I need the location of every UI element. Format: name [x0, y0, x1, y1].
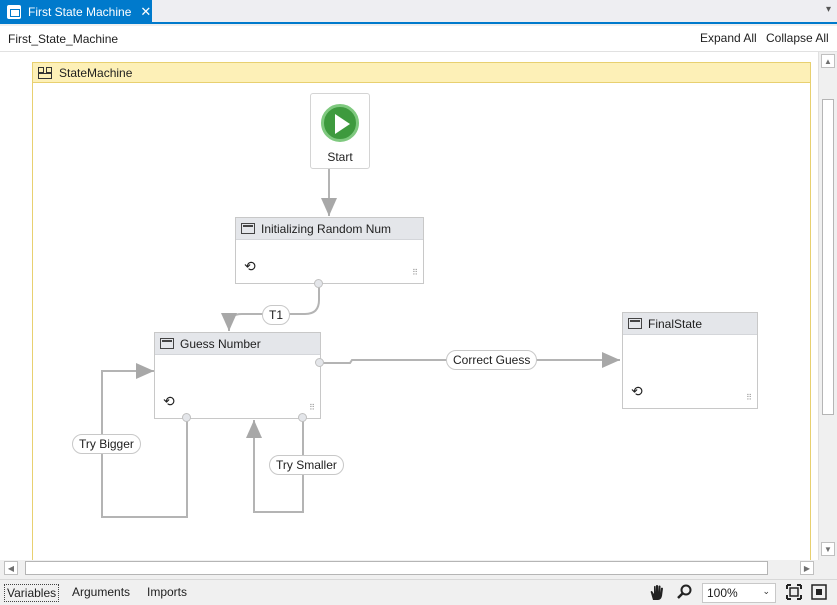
- state-icon: [241, 223, 255, 234]
- state-machine-icon: [38, 66, 52, 79]
- zoom-value: 100%: [707, 586, 738, 600]
- document-tab-strip: First State Machine ✕ ▾: [0, 0, 837, 24]
- resize-grip-icon[interactable]: ⠿: [309, 403, 315, 412]
- tab-label: First State Machine: [28, 5, 132, 19]
- connection-point[interactable]: [314, 279, 323, 288]
- play-triangle: [335, 114, 350, 134]
- fit-to-screen-icon[interactable]: [786, 584, 802, 603]
- scroll-corner: [818, 560, 837, 577]
- tab-first-state-machine[interactable]: First State Machine ✕: [0, 0, 152, 24]
- statemachine-label: StateMachine: [59, 65, 133, 80]
- state-header[interactable]: FinalState: [623, 313, 757, 335]
- close-icon[interactable]: ✕: [140, 4, 152, 19]
- transition-label-try-smaller[interactable]: Try Smaller: [269, 455, 344, 475]
- state-entry-icon: ⟲: [631, 383, 643, 399]
- state-entry-icon: ⟲: [163, 393, 175, 409]
- transition-label-correct-guess[interactable]: Correct Guess: [446, 350, 538, 370]
- chevron-down-icon: ⌄: [762, 586, 770, 596]
- final-state-icon: [628, 318, 642, 329]
- transition-label-t1[interactable]: T1: [262, 305, 291, 325]
- designer-header: First_State_Machine Expand All Collapse …: [0, 26, 837, 52]
- horizontal-scrollbar[interactable]: ◀ ▶: [0, 560, 818, 577]
- scroll-down-icon[interactable]: ▼: [821, 542, 835, 556]
- arguments-tab[interactable]: Arguments: [72, 585, 131, 599]
- state-initializing-random-num[interactable]: Initializing Random Num ⟲ ⠿: [235, 217, 424, 284]
- transition-label-try-bigger[interactable]: Try Bigger: [72, 434, 141, 454]
- state-finalstate[interactable]: FinalState ⟲ ⠿: [622, 312, 758, 409]
- state-title: FinalState: [648, 316, 703, 331]
- imports-tab[interactable]: Imports: [147, 585, 188, 599]
- scroll-up-icon[interactable]: ▲: [821, 54, 835, 68]
- expand-all-button[interactable]: Expand All: [700, 31, 757, 45]
- state-entry-icon: ⟲: [244, 258, 256, 274]
- overview-icon[interactable]: [811, 584, 827, 603]
- resize-grip-icon[interactable]: ⠿: [746, 393, 752, 402]
- transition-try-bigger: [101, 363, 188, 518]
- state-header[interactable]: Guess Number: [155, 333, 320, 355]
- connection-point[interactable]: [315, 358, 324, 367]
- connection-point[interactable]: [182, 413, 191, 422]
- scroll-left-icon[interactable]: ◀: [4, 561, 18, 575]
- breadcrumb[interactable]: First_State_Machine: [8, 32, 119, 46]
- horizontal-scroll-thumb[interactable]: [25, 561, 768, 575]
- state-header[interactable]: Initializing Random Num: [236, 218, 423, 240]
- chevron-down-icon[interactable]: ▾: [825, 4, 831, 15]
- collapse-all-button[interactable]: Collapse All: [766, 31, 829, 45]
- designer-bottom-bar: Variables Arguments Imports 100% ⌄: [0, 579, 837, 605]
- connection-point[interactable]: [298, 413, 307, 422]
- state-icon: [160, 338, 174, 349]
- state-title: Initializing Random Num: [261, 221, 392, 236]
- scroll-right-icon[interactable]: ▶: [800, 561, 814, 575]
- play-icon: [321, 104, 359, 142]
- variables-tab[interactable]: Variables: [4, 584, 60, 602]
- vertical-scroll-thumb[interactable]: [822, 99, 834, 415]
- start-label: Start: [327, 150, 353, 164]
- start-node[interactable]: Start: [310, 93, 370, 169]
- statemachine-header[interactable]: StateMachine: [33, 63, 810, 83]
- state-guess-number[interactable]: Guess Number ⟲ ⠿: [154, 332, 321, 419]
- resize-grip-icon[interactable]: ⠿: [412, 268, 418, 277]
- designer-canvas[interactable]: StateMachine: [0, 52, 818, 562]
- search-zoom-icon[interactable]: [676, 584, 692, 603]
- zoom-select[interactable]: 100% ⌄: [702, 583, 776, 603]
- hand-pan-icon[interactable]: [649, 584, 665, 604]
- workflow-file-icon: [7, 5, 21, 19]
- vertical-scrollbar[interactable]: ▲ ▼: [818, 52, 837, 560]
- state-title: Guess Number: [180, 336, 261, 351]
